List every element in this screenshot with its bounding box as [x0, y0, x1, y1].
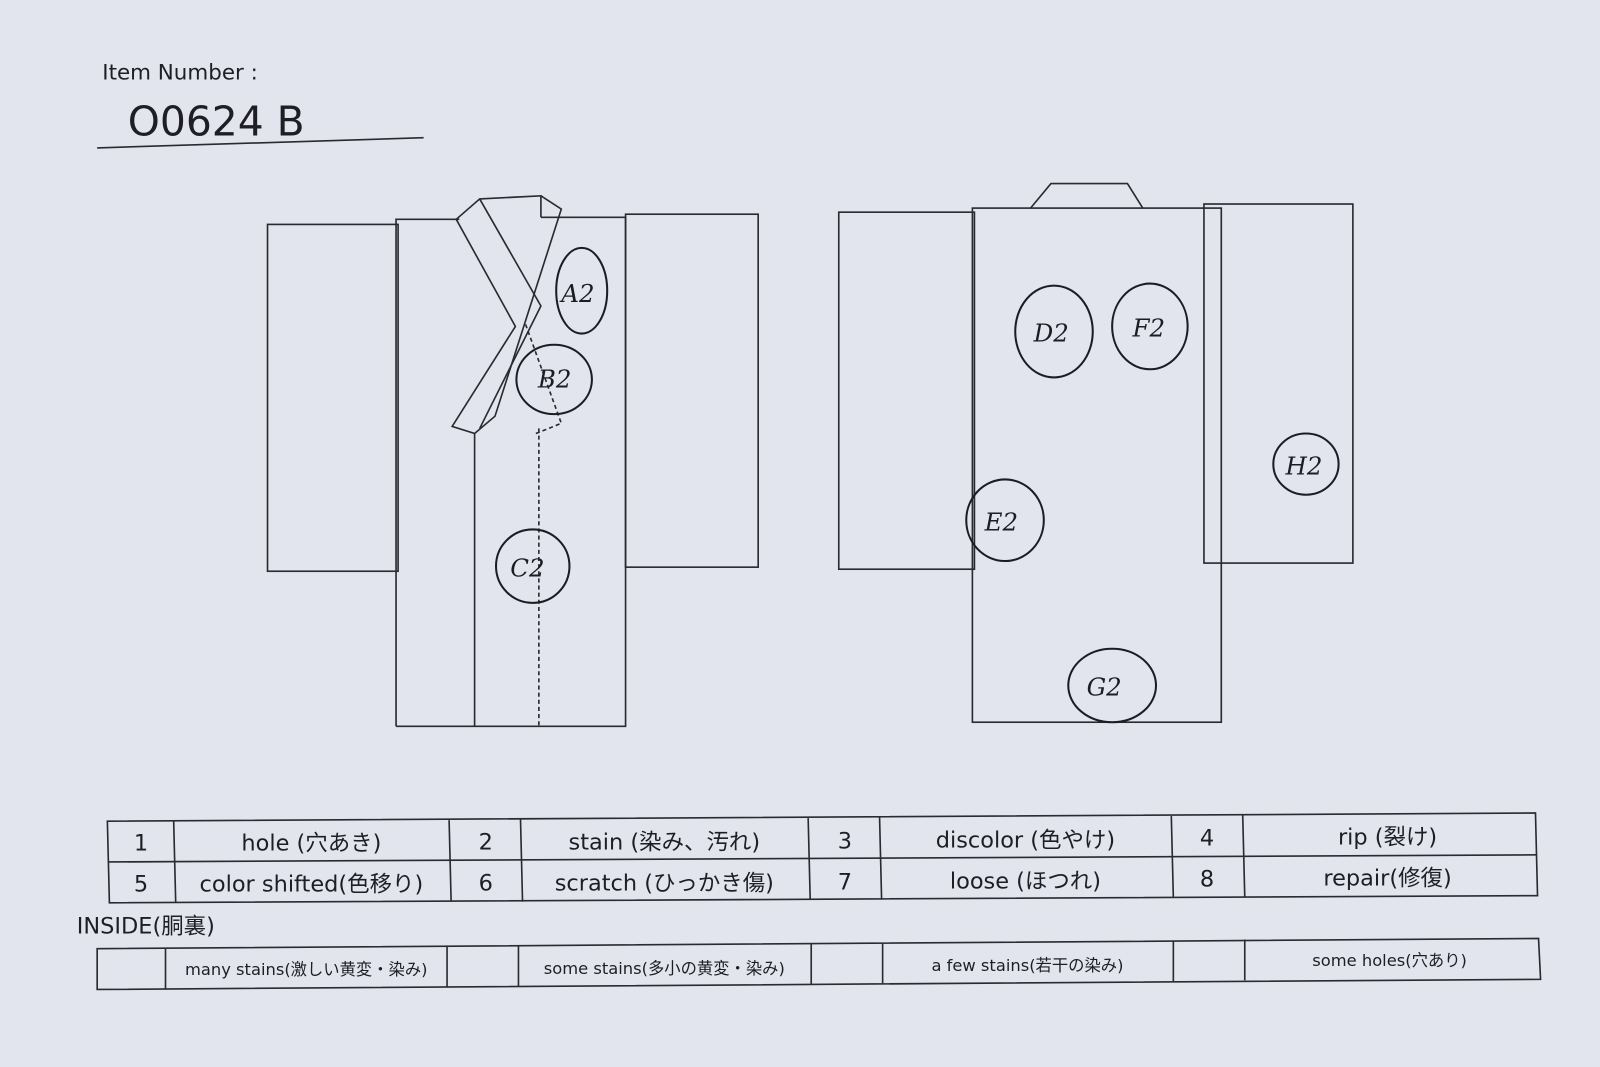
mark-g2: G2 [1087, 673, 1122, 702]
kimono-front-diagram [266, 194, 759, 728]
legend-label-3: discolor (色やけ) [936, 828, 1115, 854]
legend-label-6: scratch (ひっかき傷) [555, 871, 774, 897]
legend-num-7: 7 [838, 870, 852, 896]
legend-num-8: 8 [1200, 866, 1214, 892]
legend-label-2: stain (染み、汚れ) [569, 830, 761, 856]
mark-h2: H2 [1285, 451, 1323, 480]
legend-num-5: 5 [134, 872, 148, 898]
front-damage-marks: A2 B2 C2 [494, 246, 609, 604]
inside-title: INSIDE(胴裏) [77, 913, 215, 939]
damage-legend-table: 1 hole (穴あき) 2 stain (染み、汚れ) 3 discolor … [106, 812, 1539, 904]
legend-num-4: 4 [1200, 826, 1214, 852]
inside-condition-table: many stains(激しい黄変・染み) some stains(多小の黄変・… [96, 937, 1542, 991]
legend-label-4: rip (裂け) [1338, 825, 1437, 851]
mark-f2: F2 [1132, 314, 1166, 343]
kimono-back-diagram [837, 182, 1354, 724]
mark-d2: D2 [1033, 319, 1069, 348]
legend-num-1: 1 [134, 831, 148, 857]
legend-label-5: color shifted(色移り) [200, 872, 424, 898]
inside-option-many-stains: many stains(激しい黄変・染み) [185, 960, 428, 979]
legend-label-8: repair(修復) [1323, 865, 1451, 891]
legend-num-2: 2 [479, 830, 493, 856]
inside-option-some-stains: some stains(多小の黄変・染み) [544, 959, 785, 978]
legend-num-6: 6 [479, 871, 493, 897]
mark-a2: A2 [559, 279, 594, 308]
legend-label-7: loose (ほつれ) [950, 868, 1101, 894]
item-number-label: Item Number : [102, 61, 258, 86]
item-number-value: O0624 B [128, 98, 305, 146]
mark-c2: C2 [510, 553, 544, 582]
legend-num-3: 3 [838, 829, 852, 855]
back-damage-marks: D2 F2 E2 H2 G2 [965, 282, 1340, 724]
item-number-underline [97, 136, 424, 149]
legend-label-1: hole (穴あき) [241, 831, 381, 857]
mark-e2: E2 [984, 507, 1018, 536]
mark-b2: B2 [537, 365, 572, 394]
inside-option-few-stains: a few stains(若干の染み) [931, 956, 1123, 975]
inside-option-some-holes: some holes(穴あり) [1312, 951, 1467, 970]
